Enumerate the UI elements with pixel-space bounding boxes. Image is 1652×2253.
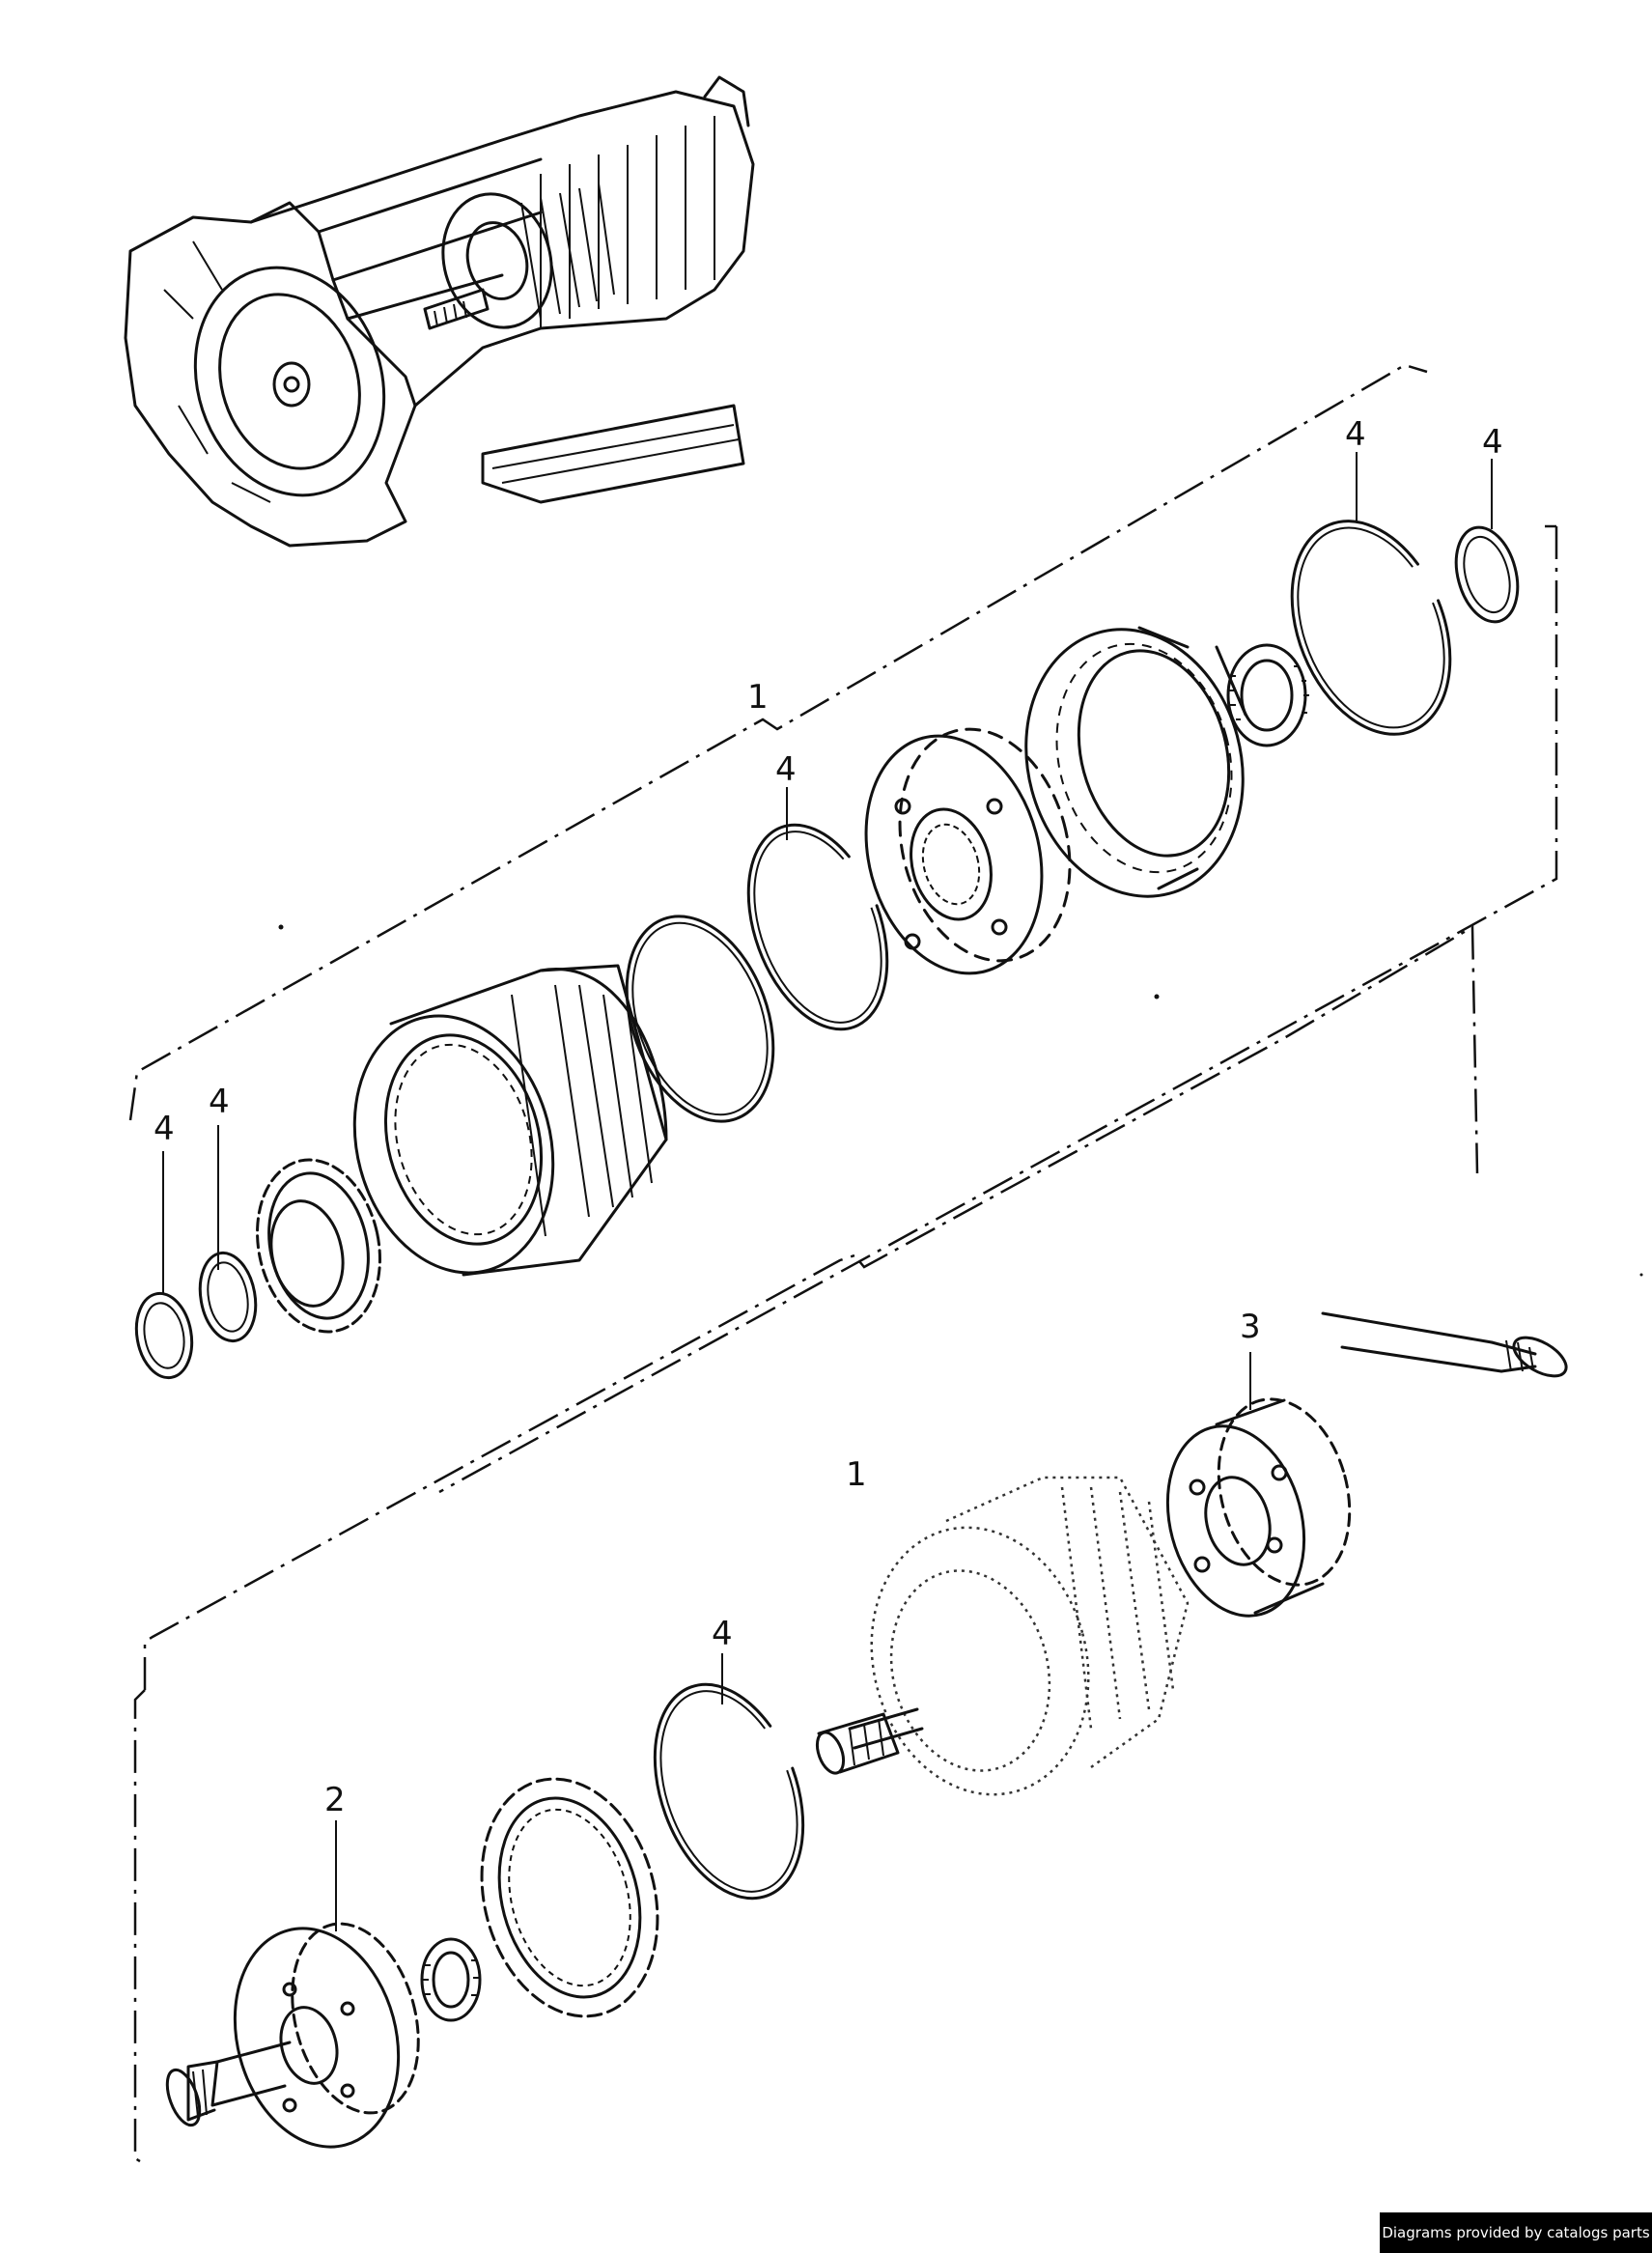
callout-3: 3 [1240,1308,1261,1346]
thrust-washer-left-a [134,1291,194,1380]
thrust-washer-top [1454,525,1520,624]
callout-2: 2 [324,1781,346,1819]
callout-1-lower: 1 [846,1455,867,1494]
group-bracket-upper [128,363,1558,1494]
input-shaft-stub [815,1712,900,1775]
clutch-drum-upper [352,964,668,1277]
snap-ring-top [1290,520,1452,736]
callout-4-ring-mid: 4 [775,750,797,789]
planet-carrier-front [233,1922,420,2149]
callouts: 1 4 4 4 4 4 1 3 4 2 [154,415,1503,1819]
transmission-assembly [124,75,755,548]
needle-bearing-upper [1226,643,1309,747]
leader-lines [162,452,1493,1931]
ring-gear-lower [480,1777,659,2018]
callout-4-ring-lower: 4 [712,1615,733,1653]
ring-gear-internal-upper [1024,626,1247,898]
sun-gear-upper [256,1158,381,1334]
retaining-ring-plain [625,915,775,1123]
callout-4-washer-top: 4 [1482,423,1503,462]
planet-carrier-rear [1165,1397,1352,1618]
input-shaft [165,2041,292,2127]
callout-4-washer-left-a: 4 [154,1110,175,1148]
clutch-drum-lower-phantom [848,1476,1190,1796]
callout-1-upper: 1 [747,678,769,717]
snap-ring-mid [746,823,889,1031]
callout-4-ring-top: 4 [1345,415,1366,454]
needle-bearing-lower [420,1937,482,2022]
planet-carrier-upper [864,727,1072,975]
snap-ring-lower [653,1682,805,1901]
output-shaft [1321,1311,1568,1378]
callout-4-washer-left-b: 4 [209,1083,230,1121]
group-bracket-lower [133,924,1479,2165]
credit-banner: Diagrams provided by catalogs parts [1380,2212,1652,2253]
thrust-washer-left-b [198,1251,258,1343]
